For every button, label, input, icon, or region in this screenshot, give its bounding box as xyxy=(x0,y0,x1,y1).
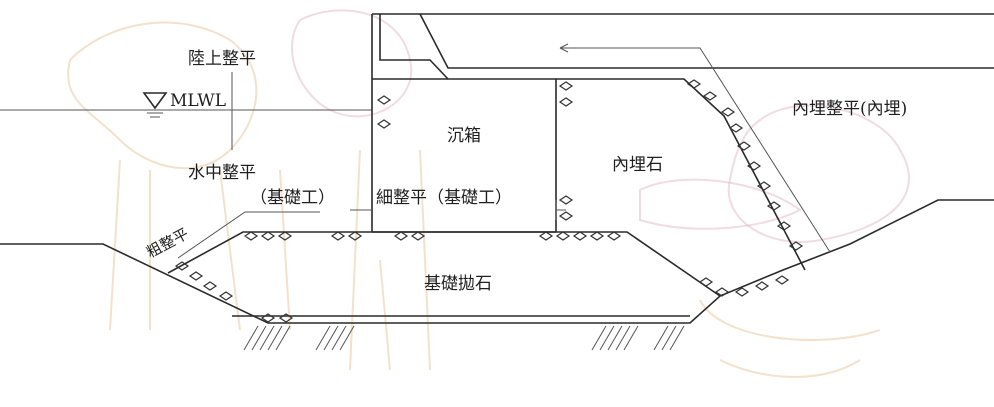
foundation-work-label: （基礎工） xyxy=(250,188,335,208)
foundation-rubble-label: 基礎拋石 xyxy=(424,274,492,294)
underwater-leveling-label: 水中整平 xyxy=(188,163,256,183)
water-level-label: MLWL xyxy=(170,91,226,111)
bedrock-hatching xyxy=(243,325,685,351)
mlwl-triangle-icon xyxy=(142,92,168,118)
land-leveling-label: 陸上整平 xyxy=(188,49,256,69)
armour-stones xyxy=(174,79,804,323)
fine-leveling-label: 細整平（基礎工） xyxy=(376,188,512,208)
caisson-label: 沉箱 xyxy=(447,126,481,146)
backfill-arrow xyxy=(559,43,831,253)
backfill-leveling-label: 內埋整平(內埋) xyxy=(792,99,907,119)
rough-leveling-leader xyxy=(177,211,320,259)
fine-leveling-leader xyxy=(350,200,566,220)
background-sketch xyxy=(67,9,910,378)
caisson-cap xyxy=(379,13,994,80)
backfill-outline xyxy=(556,78,806,271)
fill-stone-label: 內埋石 xyxy=(612,155,663,175)
